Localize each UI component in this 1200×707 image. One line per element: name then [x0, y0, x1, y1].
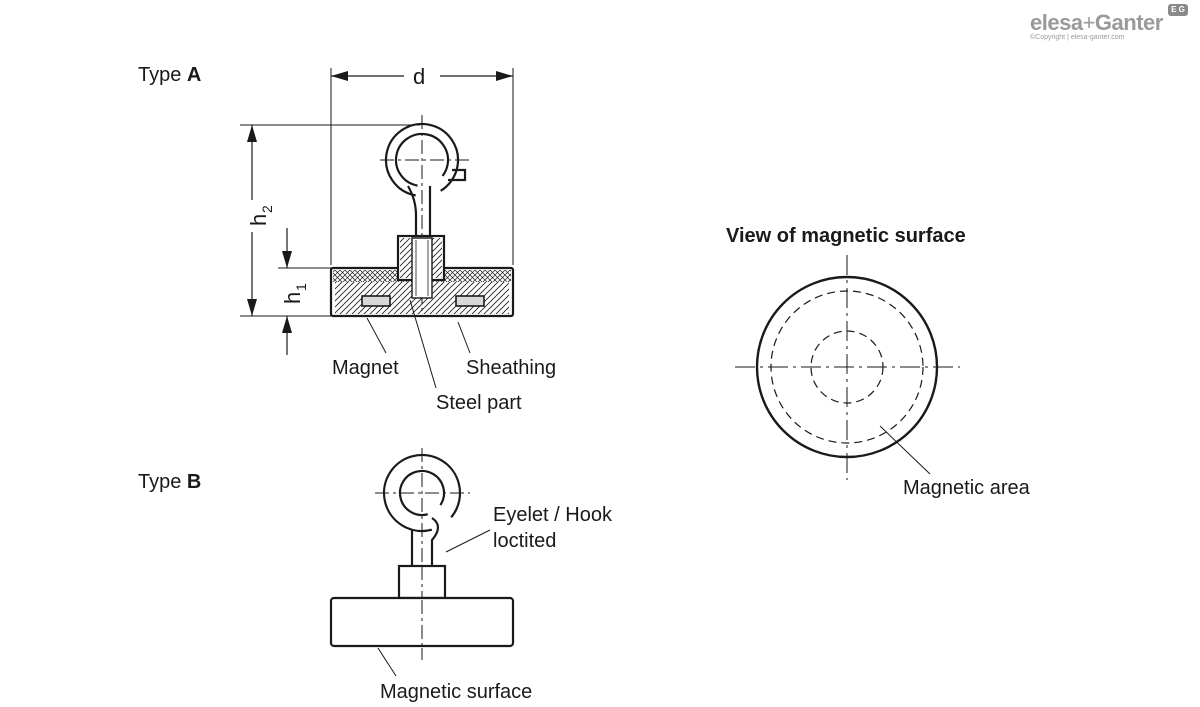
magnetic-area-label: Magnetic area	[903, 477, 1030, 499]
magnetic-surface-label: Magnetic surface	[380, 681, 533, 703]
h1-dimension-label: h 1	[280, 283, 309, 304]
type-b-prefix: Type	[138, 471, 187, 493]
h2-arrow-top	[247, 125, 257, 142]
magnet-leader	[366, 317, 387, 354]
hook-tip	[448, 168, 467, 182]
d-arrow-right	[496, 71, 513, 81]
steel-part-leader	[409, 299, 437, 389]
magnet-right	[455, 295, 485, 307]
type-b-letter: B	[186, 471, 202, 493]
magnetic-surface-leader	[377, 647, 397, 677]
type-a-letter: A	[186, 64, 202, 86]
hook-outer-arc	[384, 122, 460, 198]
type-b-label: Type B	[138, 471, 201, 494]
h1-arrow-bottom	[282, 316, 292, 333]
hook-inner-arc	[394, 132, 450, 188]
h1-letter: h	[280, 292, 305, 304]
magnetic-area-leader	[879, 425, 931, 475]
hook-shank	[407, 185, 432, 236]
sheathing-label: Sheathing	[466, 357, 557, 379]
d-dimension-label: d	[413, 64, 425, 89]
steel-part-label: Steel part	[436, 392, 522, 414]
h2-arrow-bottom	[247, 299, 257, 316]
h2-letter: h	[246, 214, 271, 226]
eyelet-inner	[398, 469, 446, 517]
logo-copyright: ©Copyright | elesa-ganter.com	[1030, 34, 1125, 41]
magnet-left	[361, 295, 391, 307]
eyelet-hook-label: Eyelet / Hook	[493, 504, 612, 526]
logo-brand-left: elesa	[1030, 10, 1083, 35]
type-a-label: Type A	[138, 64, 201, 87]
magnetic-surface-view	[735, 255, 960, 480]
loctited-label: loctited	[493, 530, 557, 552]
magnet-label: Magnet	[332, 357, 399, 379]
d-arrow-left	[331, 71, 348, 81]
h2-subscript: 2	[259, 205, 275, 213]
logo-badge: E G	[1168, 4, 1188, 16]
sheathing-leader	[457, 321, 471, 354]
eyelet-leader	[445, 529, 491, 553]
type-a-prefix: Type	[138, 64, 187, 86]
logo-brand-right: Ganter	[1094, 10, 1163, 35]
h1-subscript: 1	[293, 283, 309, 291]
h1-arrow-top	[282, 251, 292, 268]
h2-dimension-label: h 2	[246, 205, 275, 226]
logo-wordmark: elesa+Ganter	[1030, 10, 1163, 36]
eyelet-outer	[382, 453, 462, 533]
threaded-bore	[411, 237, 433, 299]
type-a-drawing: d h 2 h 1	[240, 64, 515, 389]
logo-plus: +	[1082, 10, 1096, 35]
view-title: View of magnetic surface	[726, 225, 966, 247]
eyelet-shank	[410, 517, 440, 566]
elesa-ganter-logo: elesa+Ganter E G ©Copyright | elesa-gant…	[1030, 4, 1188, 41]
type-b-drawing	[329, 448, 515, 677]
